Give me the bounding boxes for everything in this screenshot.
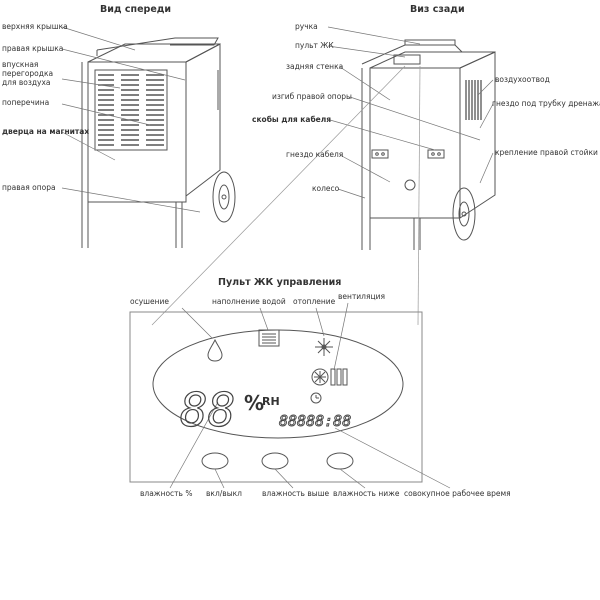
label-ventilation: вентиляция — [338, 292, 385, 301]
label-air-outlet: воздухоотвод — [495, 75, 550, 84]
label-intake-1: впускная — [2, 60, 39, 69]
label-right-support: правая опора — [2, 183, 56, 192]
label-right-post-mount: крепление правой стойки — [495, 148, 598, 157]
label-cable-socket: гнездо кабеля — [286, 150, 344, 159]
control-panel-drawing — [129, 311, 423, 483]
lcd-main-digits: 88 — [180, 383, 235, 437]
label-intake-2: перегородка — [2, 69, 54, 78]
label-wheel: колесо — [312, 184, 340, 193]
label-lcd-panel: пульт ЖК — [295, 41, 334, 50]
lcd-percent-sign: % — [244, 391, 264, 415]
label-intake-3: для воздуха — [2, 78, 51, 87]
front-view-title: Вид спереди — [100, 4, 172, 15]
label-humidity-up: влажность выше — [262, 489, 330, 498]
label-water-full: наполнение водой — [212, 297, 286, 306]
label-cable-brackets: скобы для кабеля — [252, 115, 332, 124]
label-right-support-bend: изгиб правой опоры — [272, 92, 352, 101]
rear-view-leaders — [327, 26, 494, 199]
label-top-cover: верхняя крышка — [2, 22, 68, 31]
panel-leaders — [169, 302, 451, 489]
label-heating: отопление — [293, 297, 336, 306]
lcd-rh-label: RH — [262, 395, 280, 408]
label-rear-wall: задняя стенка — [286, 62, 344, 71]
label-total-runtime: совокупное рабочее время — [404, 489, 511, 498]
label-humidity-pct: влажность % — [140, 489, 193, 498]
lcd-timer-digits: 88888:88 — [279, 412, 351, 430]
label-crossbar: поперечина — [2, 98, 50, 107]
label-magnet-door: дверца на магнитах — [2, 127, 90, 136]
label-drying: осушение — [130, 297, 170, 306]
lcd-display: 88 % RH 88888:88 — [179, 382, 351, 437]
rear-view-drawing — [361, 39, 496, 250]
label-handle: ручка — [295, 22, 318, 31]
label-humidity-down: влажность ниже — [333, 489, 400, 498]
control-panel-title: Пульт ЖК управления — [218, 277, 342, 288]
front-view-drawing — [81, 37, 236, 248]
panel-callout-lines — [151, 65, 421, 326]
label-on-off: вкл/выкл — [206, 489, 242, 498]
rear-view-title: Виз сзади — [410, 4, 465, 15]
label-right-cover: правая крышка — [2, 44, 64, 53]
front-view-leaders — [61, 26, 201, 213]
label-drain-socket: гнездо под трубку дренажа — [492, 99, 600, 108]
